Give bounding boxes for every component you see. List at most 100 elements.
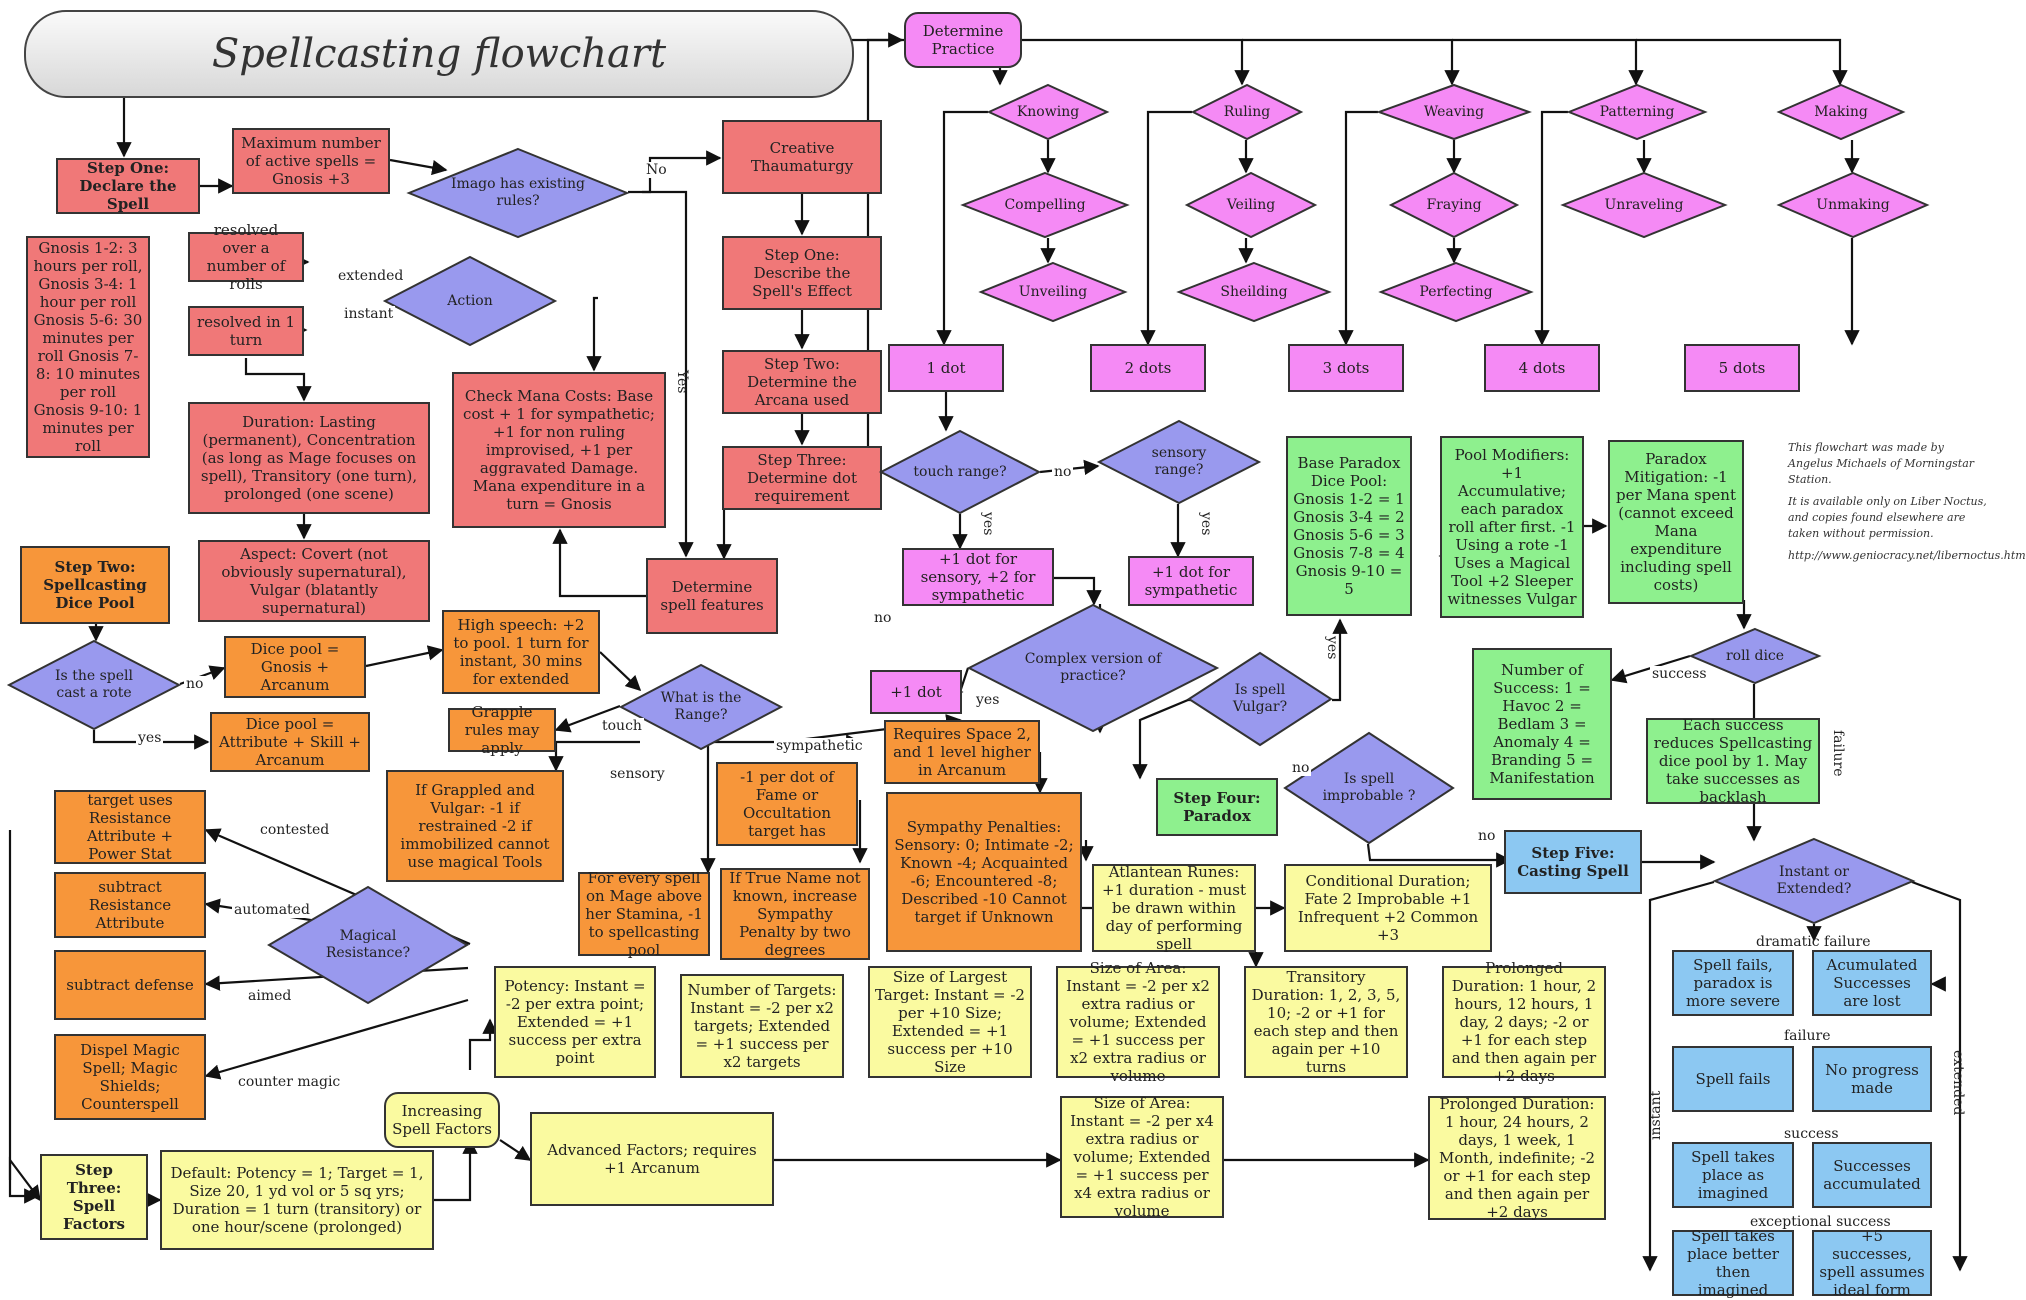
node-weaving: Weaving [1376,83,1532,141]
node-dot5-label: 5 dots [1718,359,1766,377]
edge-label-extendedv: extended [1950,1050,1966,1116]
credit-url: http://www.geniocracy.net/libernoctus.ht… [1788,548,2026,562]
node-imago-label: Imago has existing rules? [451,176,585,209]
node-describe: Step One: Describe the Spell's Effect [722,236,882,310]
node-potency: Potency: Instant = -2 per extra point; E… [494,966,656,1078]
node-dot4: 4 dots [1484,344,1600,392]
node-making: Making [1776,83,1906,141]
edge-label-extended: extended [336,268,406,284]
connector-arrow [1534,110,1568,346]
node-takesplace: Spell takes place as imagined [1672,1142,1794,1208]
node-spellfails: Spell fails [1672,1046,1794,1112]
connector-arrow [1000,38,1250,86]
node-features: Determine spell features [646,558,778,634]
node-step4-label: Step Four: Paradox [1173,789,1261,825]
node-step2: Step Two: Spellcasting Dice Pool [20,546,170,624]
edge-label-yes2: yes [136,730,164,746]
node-dot3-label: 3 dots [1322,359,1370,377]
node-action-label: Action [447,292,493,309]
edge-label-failurev: failure [1830,730,1846,777]
node-sheilding-label: Sheilding [1220,283,1288,300]
node-dotreq: Step Three: Determine dot requirement [722,446,882,510]
node-poolgnosis: Dice pool = Gnosis + Arcanum [224,636,366,698]
node-plus5: +5 successes, spell assumes ideal form [1812,1227,1932,1299]
edge-label-no6: no [1476,828,1498,844]
connector-arrow [1140,110,1192,346]
node-mitigation-label: Paradox Mitigation: -1 per Mana spent (c… [1616,450,1736,594]
outcome-caption-failure: failure [1784,1028,1831,1044]
flowchart-title: Spellcasting flowchart [24,10,854,98]
node-dot1: 1 dot [888,344,1004,392]
node-gnosistime: Gnosis 1-2: 3 hours per roll, Gnosis 3-4… [26,236,150,458]
node-highspeech-label: High speech: +2 to pool. 1 turn for inst… [453,616,589,688]
node-sympathy-label: Sympathy Penalties: Sensory: 0; Intimate… [894,818,1074,926]
node-compelling-label: Compelling [1004,196,1086,213]
edge-label-touchl: touch [600,718,644,734]
node-area1-label: Size of Area: Instant = -2 per x2 extra … [1066,959,1210,1085]
node-plus5-label: +5 successes, spell assumes ideal form [1819,1227,1925,1299]
node-resattr: target uses Resistance Attribute + Power… [54,790,206,864]
node-veiling: Veiling [1184,171,1318,239]
node-ruling: Ruling [1190,83,1304,141]
node-succaccum: Successes accumulated [1812,1142,1932,1208]
node-fame-label: -1 per dot of Fame or Occultation target… [740,768,834,840]
node-improbable: Is spell improbable ? [1283,731,1455,845]
node-space2-label: Requires Space 2, and 1 level higher in … [893,725,1031,779]
node-patterning-label: Patterning [1599,103,1675,120]
edge-label-no1: No [644,162,669,178]
node-advanced: Advanced Factors; requires +1 Arcanum [530,1112,774,1206]
credit-line-2: It is available only on Liber Noctus, an… [1788,494,1987,540]
node-dot3: 3 dots [1288,344,1404,392]
node-making-label: Making [1814,103,1868,120]
edge-label-sympl: sympathetic [774,738,865,754]
node-dot2: 2 dots [1090,344,1206,392]
outcome-caption-dramatic: dramatic failure [1756,934,1871,950]
node-mitigation: Paradox Mitigation: -1 per Mana spent (c… [1608,440,1744,604]
node-action: Action [382,255,558,347]
node-dot4-label: 4 dots [1518,359,1566,377]
node-area1: Size of Area: Instant = -2 per x2 extra … [1056,959,1220,1085]
node-features-label: Determine spell features [660,578,764,614]
node-conditional-label: Conditional Duration; Fate 2 Improbable … [1297,872,1479,944]
node-poolmods-label: Pool Modifiers: +1 Accumulative; each pa… [1447,446,1577,608]
node-sheilding: Sheilding [1176,261,1332,323]
node-baseparadox-label: Base Paradox Dice Pool: Gnosis 1-2 = 1 G… [1293,454,1405,598]
node-eachsuccess-label: Each success reduces Spellcasting dice p… [1653,716,1813,806]
connector-arrow [8,830,40,1204]
node-noprogress-label: No progress made [1825,1061,1919,1097]
node-default-label: Default: Potency = 1; Target = 1, Size 2… [170,1164,424,1236]
node-subdef-label: subtract defense [66,976,194,994]
node-veiling-label: Veiling [1226,196,1276,213]
node-practice: Determine Practice [904,12,1022,68]
node-weaving-label: Weaving [1423,103,1485,120]
node-knowing-label: Knowing [1016,103,1080,120]
node-noprogress: No progress made [1812,1046,1932,1112]
node-imago: Imago has existing rules? [406,147,630,239]
node-poolmods: Pool Modifiers: +1 Accumulative; each pa… [1440,436,1584,618]
node-prolonged1: Prolonged Duration: 1 hour, 2 hours, 12 … [1442,959,1606,1085]
node-grapple-label: Grapple rules may apply [464,703,540,757]
node-atlantean-label: Atlantean Runes: +1 duration - must be d… [1102,863,1246,953]
node-accumlost: Acumulated Successes are lost [1812,950,1932,1016]
edge-label-counter: counter magic [236,1074,343,1090]
connector-arrow [244,358,312,402]
node-unmaking-label: Unmaking [1816,196,1890,213]
node-range-label: What is the Range? [660,690,742,723]
node-spellfails2-label: Spell fails, paradox is more severe [1685,956,1781,1010]
connector-arrow [586,296,602,372]
node-advanced-label: Advanced Factors; requires +1 Arcanum [547,1141,757,1177]
node-better-label: Spell takes place better then imagined [1687,1227,1779,1299]
node-mana-label: Check Mana Costs: Base cost + 1 for symp… [463,387,655,513]
node-instext: Instant or Extended? [1712,837,1916,925]
connector-arrow [389,158,448,176]
connector-arrow [468,1018,498,1070]
node-dispel-label: Dispel Magic Spell; Magic Shields; Count… [80,1041,180,1113]
edge-label-sensl: sensory [608,766,667,782]
node-conditional: Conditional Duration; Fate 2 Improbable … [1284,864,1492,952]
edge-label-aimed: aimed [246,988,294,1004]
connector-arrow [1242,38,1460,86]
node-largest: Size of Largest Target: Instant = -2 per… [868,966,1032,1078]
outcome-caption-success: success [1784,1126,1839,1142]
